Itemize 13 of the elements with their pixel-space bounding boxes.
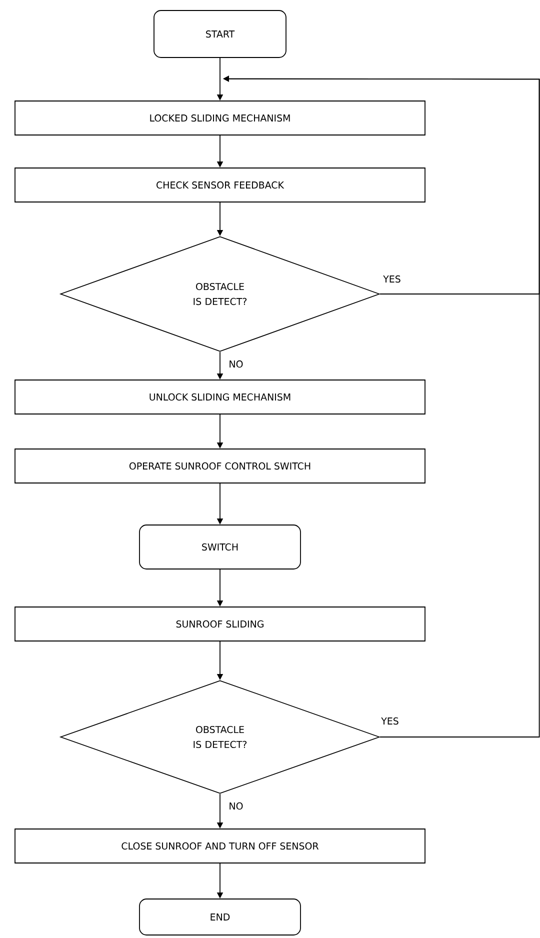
process-box: SUNROOF SLIDING (14, 606, 426, 642)
process-box: CHECK SENSOR FEEDBACK (14, 168, 426, 202)
process-box: OPERATE SUNROOF CONTROL SWITCH (14, 448, 426, 484)
edge-label: YES (380, 716, 400, 726)
terminal-box: START (154, 10, 286, 58)
process-box: CLOSE SUNROOF AND TURN OFF SENSOR (14, 828, 426, 864)
process-box: UNLOCK SLIDING MECHANISM (14, 380, 426, 414)
terminal-box: SWITCH (139, 524, 301, 570)
edge-label: NO (228, 359, 244, 369)
edge-label: YES (382, 274, 402, 284)
process-box: LOCKED SLIDING MECHANISM (14, 100, 426, 136)
edge-label: NO (228, 801, 244, 811)
terminal-box: END (139, 898, 301, 936)
